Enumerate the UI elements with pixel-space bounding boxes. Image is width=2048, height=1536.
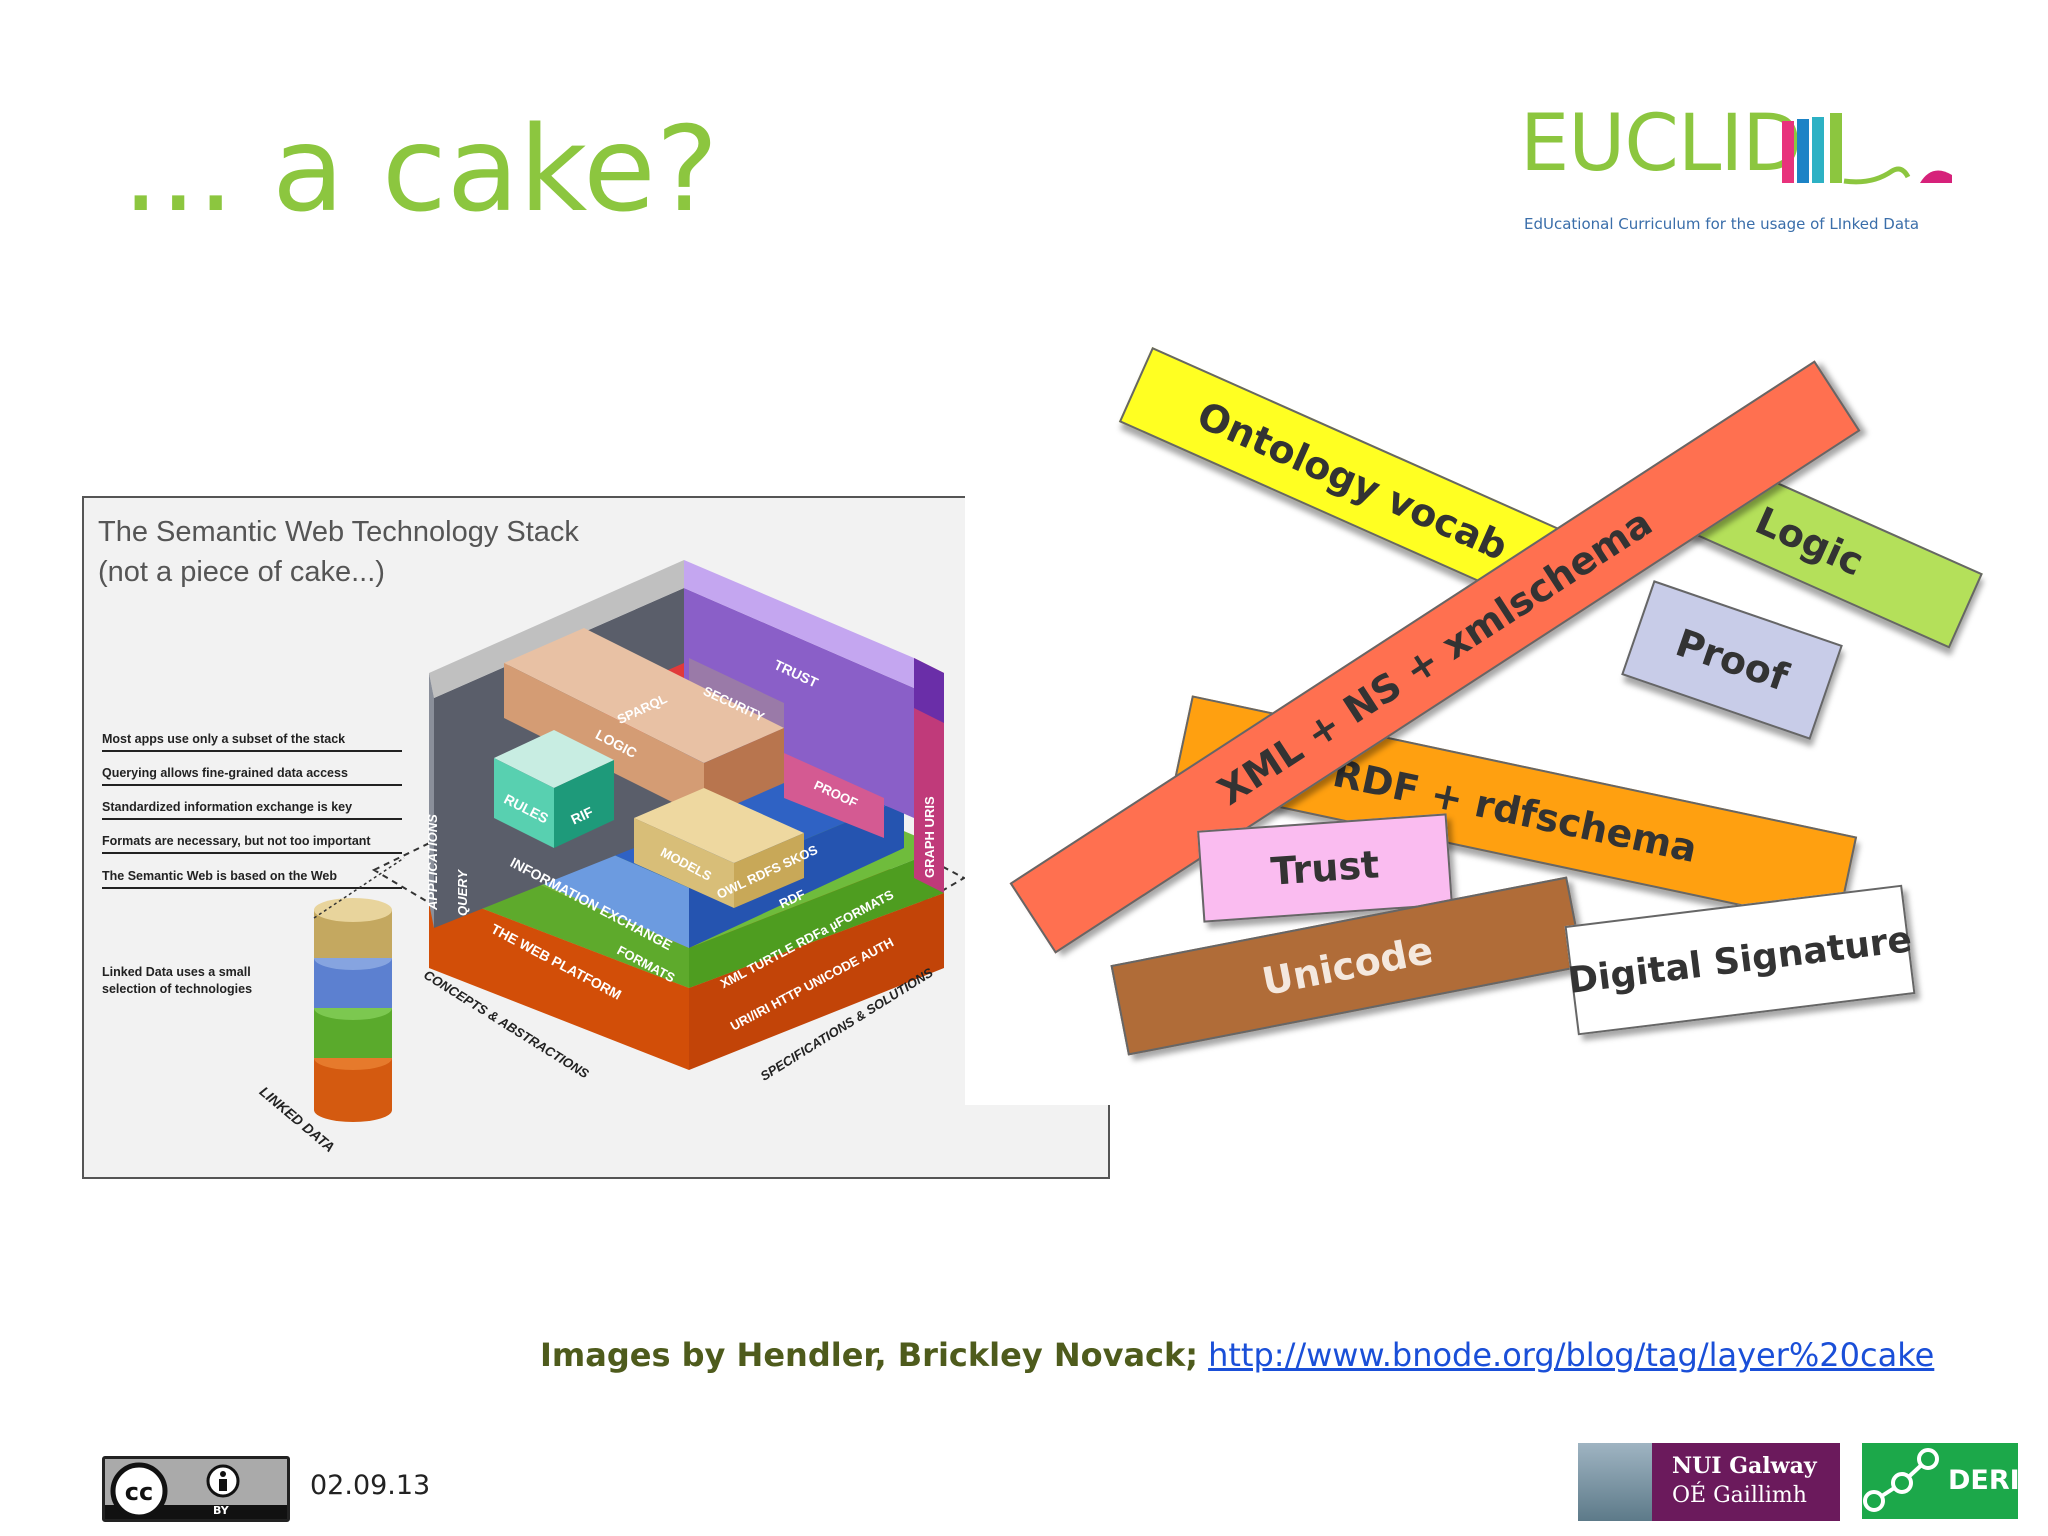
cc-by-label: BY [213,1504,229,1517]
stack-note: Formats are necessary, but not too impor… [102,834,371,848]
semantic-web-stack-image: The Semantic Web Technology Stack (not a… [82,496,1110,1179]
deri-network-icon [1863,1448,1939,1512]
formats-right [689,848,944,988]
models-front [634,818,734,908]
cc-icon: cc [105,1459,287,1519]
stack-title-line2: (not a piece of cake...) [98,556,385,588]
logic-end [704,728,784,818]
credits-link[interactable]: http://www.bnode.org/blog/tag/layer%20ca… [1208,1336,1935,1374]
stack-note: Standardized information exchange is key [102,800,353,814]
cc-by-license-badge[interactable]: cc BY [102,1456,290,1522]
layer-cake-diagram: APPLICATIONS QUERY SPARQL SECURITY TRUST… [257,560,967,1155]
models-top [634,788,804,863]
note-divider [102,784,402,786]
pointer-line [313,857,405,919]
linked-data-cylinder [314,898,392,1122]
tag-logic-text: Logic [1748,498,1871,585]
tag-ontology-text: Ontology vocab [1190,392,1515,570]
logic-top [504,628,784,763]
image-credits: Images by Hendler, Brickley Novack;http:… [540,1336,1934,1374]
trust-wall [684,588,914,818]
deri-logo: DERI [1862,1443,2020,1519]
note-divider [102,852,402,854]
note-divider [102,818,402,820]
nui-galway-logo: NUI Galway OÉ Gaillimh [1578,1443,1840,1521]
tag-proof-text: Proof [1670,620,1794,700]
stack-note: Querying allows fine-grained data access [102,766,348,780]
rules-front [494,758,554,848]
web-platform-left [429,888,689,1070]
label-query: QUERY [455,869,470,916]
nui-line1: NUI Galway [1672,1453,1817,1479]
tag-proof: Proof [1621,580,1843,740]
tag-digital-signature: Digital Signature [1564,884,1916,1036]
web-platform-right [689,893,944,1070]
label-graph-uris: GRAPH URIS [922,796,937,878]
books-icon [1782,113,1952,185]
nui-text: NUI Galway OÉ Gaillimh [1672,1451,1817,1511]
label-applications: APPLICATIONS [425,814,440,911]
stack-title-line1: The Semantic Web Technology Stack [98,516,579,548]
stack-title: The Semantic Web Technology Stack (not a… [98,512,579,592]
rules-top [494,730,614,788]
applications-edge [429,673,434,928]
tag-digital-signature-text: Digital Signature [1565,918,1915,1002]
slide-title: ... a cake? [122,100,719,238]
note-divider [102,887,402,889]
linked-data-note: selection of technologies [102,982,253,996]
tag-unicode-text: Unicode [1258,927,1437,1005]
proof-block [784,753,884,838]
stack-note: Most apps use only a subset of the stack [102,732,346,746]
deri-text: DERI [1948,1465,2020,1496]
trust-top [684,560,914,688]
svg-text:cc: cc [125,1478,153,1506]
nui-line2: OÉ Gaillimh [1672,1483,1807,1508]
logo-wordmark: EUCLID [1520,99,1802,189]
note-divider [102,750,402,752]
rif-front [554,760,614,848]
stack-note: The Semantic Web is based on the Web [102,869,338,883]
credits-text: Images by Hendler, Brickley Novack; [540,1336,1199,1374]
nui-building-icon [1578,1443,1652,1521]
applications-top [429,560,684,698]
logic-front [504,663,704,818]
owl-front [734,833,804,908]
collage-background [965,490,1115,1105]
logo-subtitle: EdUcational Curriculum for the usage of … [1524,215,1920,233]
graph-uris-top [914,658,944,723]
tag-trust-text: Trust [1269,842,1381,894]
linked-data-note: Linked Data uses a small [102,965,251,979]
euclid-logo: EUCLID EdUcational Curriculum for the us… [1520,105,2000,245]
slide-date: 02.09.13 [310,1470,431,1501]
